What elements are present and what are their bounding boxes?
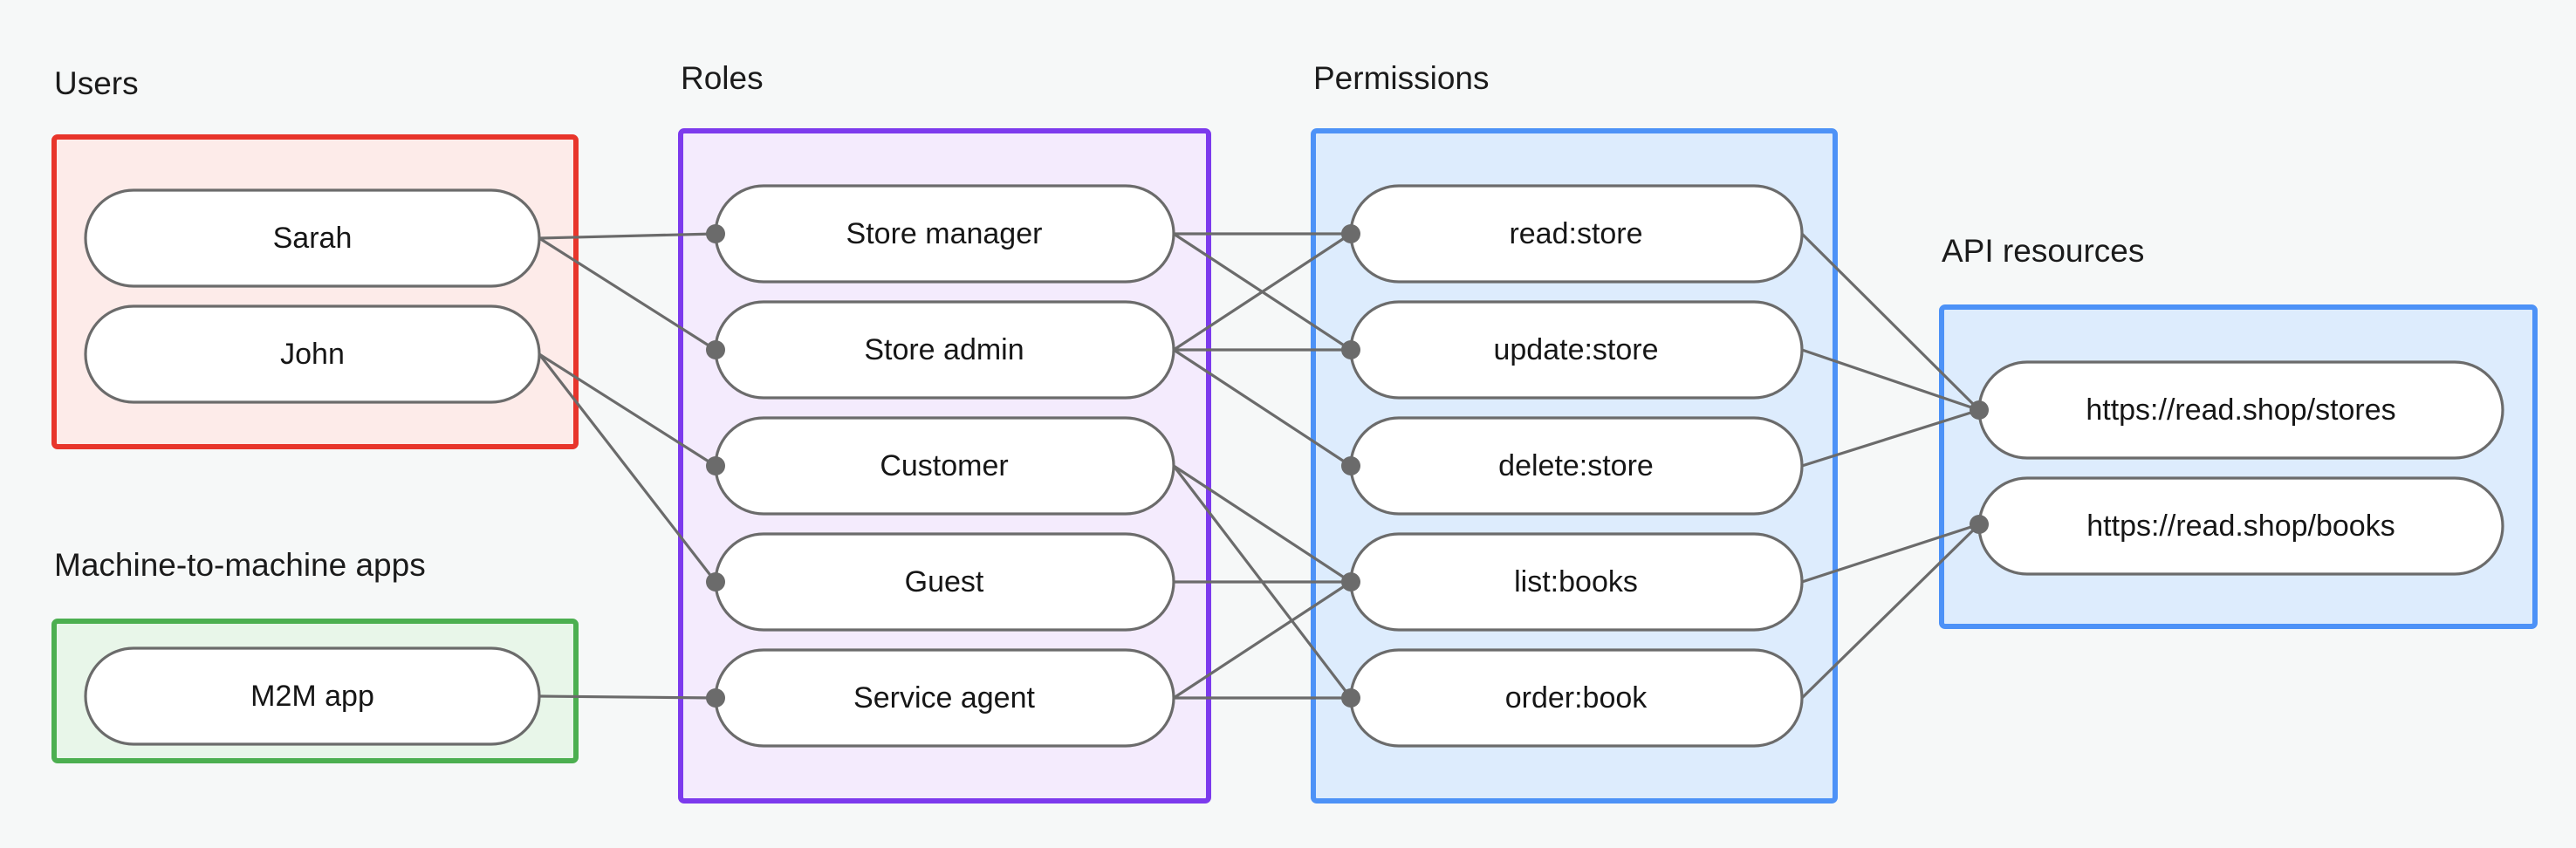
edges-users-to-roles [538, 232, 717, 700]
endpoint-dot-update-store [1341, 340, 1360, 359]
edges-roles-to-permissions [1172, 232, 1353, 700]
node-read-store[interactable]: read:store [1349, 184, 1804, 284]
node-label-order-book: order:book [1505, 681, 1648, 715]
node-label-customer: Customer [880, 449, 1008, 482]
edge-store-admin-delete-store [1173, 348, 1352, 468]
users-group-title: Users [54, 65, 139, 101]
endpoint-dot-read-store [1341, 224, 1360, 243]
endpoint-dot-order-book [1341, 688, 1360, 708]
node-label-store-manager: Store manager [846, 217, 1043, 250]
node-label-stores-url: https://read.shop/stores [2086, 393, 2395, 427]
endpoint-dot-delete-store [1341, 456, 1360, 475]
node-label-list-books: list:books [1514, 565, 1638, 598]
edge-john-customer [538, 352, 716, 468]
node-label-m2m-app: M2M app [250, 680, 374, 713]
node-label-read-store: read:store [1509, 217, 1642, 250]
endpoint-dot-store-manager [706, 224, 725, 243]
node-label-delete-store: delete:store [1498, 449, 1654, 482]
node-label-guest: Guest [905, 565, 984, 598]
node-guest[interactable]: Guest [714, 532, 1175, 632]
permissions-group-title: Permissions [1313, 60, 1490, 96]
node-customer[interactable]: Customer [714, 416, 1175, 516]
edge-delete-store-stores-url [1801, 408, 1980, 468]
node-order-book[interactable]: order:book [1349, 648, 1804, 748]
node-label-store-admin: Store admin [864, 333, 1024, 366]
edge-m2m-service-agent [538, 694, 716, 700]
edge-read-store-stores-url [1800, 232, 1981, 412]
roles-group-title: Roles [681, 60, 764, 96]
api-group-box [1939, 304, 2538, 629]
edge-endpoint-dots [706, 224, 1989, 708]
edges-permissions-to-api [1800, 232, 1981, 700]
edge-john-guest [538, 353, 717, 583]
node-label-sarah: Sarah [273, 222, 353, 255]
api-group-title: API resources [1942, 233, 2144, 269]
edge-update-store-stores-url [1801, 348, 1980, 412]
node-label-update-store: update:store [1493, 333, 1658, 366]
node-list-books[interactable]: list:books [1349, 532, 1804, 632]
node-sarah[interactable]: Sarah [84, 188, 541, 288]
node-books-url[interactable]: https://read.shop/books [1977, 476, 2504, 576]
node-label-john: John [280, 338, 345, 371]
endpoint-dot-list-books [1341, 572, 1360, 592]
edge-sarah-store-admin [538, 236, 716, 352]
endpoint-dot-customer [706, 456, 725, 475]
m2m-group-title: Machine-to-machine apps [54, 547, 426, 583]
node-m2m-app[interactable]: M2M app [84, 646, 541, 746]
edge-service-agent-list-books [1173, 580, 1352, 700]
node-update-store[interactable]: update:store [1349, 300, 1804, 400]
endpoint-dot-guest [706, 572, 725, 592]
node-delete-store[interactable]: delete:store [1349, 416, 1804, 516]
node-label-service-agent: Service agent [853, 681, 1035, 715]
edge-order-book-books-url [1800, 523, 1981, 700]
edge-list-books-books-url [1801, 523, 1980, 584]
node-john[interactable]: John [84, 304, 541, 404]
node-label-books-url: https://read.shop/books [2086, 509, 2394, 543]
endpoint-dot-stores-url [1970, 400, 1989, 420]
edge-sarah-store-manager [538, 232, 716, 240]
node-store-manager[interactable]: Store manager [714, 184, 1175, 284]
edge-customer-list-books [1173, 464, 1352, 584]
endpoint-dot-books-url [1970, 515, 1989, 534]
endpoint-dot-store-admin [706, 340, 725, 359]
node-stores-url[interactable]: https://read.shop/stores [1977, 360, 2504, 460]
endpoint-dot-service-agent [706, 688, 725, 708]
node-store-admin[interactable]: Store admin [714, 300, 1175, 400]
edge-store-admin-read-store [1173, 232, 1352, 352]
node-service-agent[interactable]: Service agent [714, 648, 1175, 748]
